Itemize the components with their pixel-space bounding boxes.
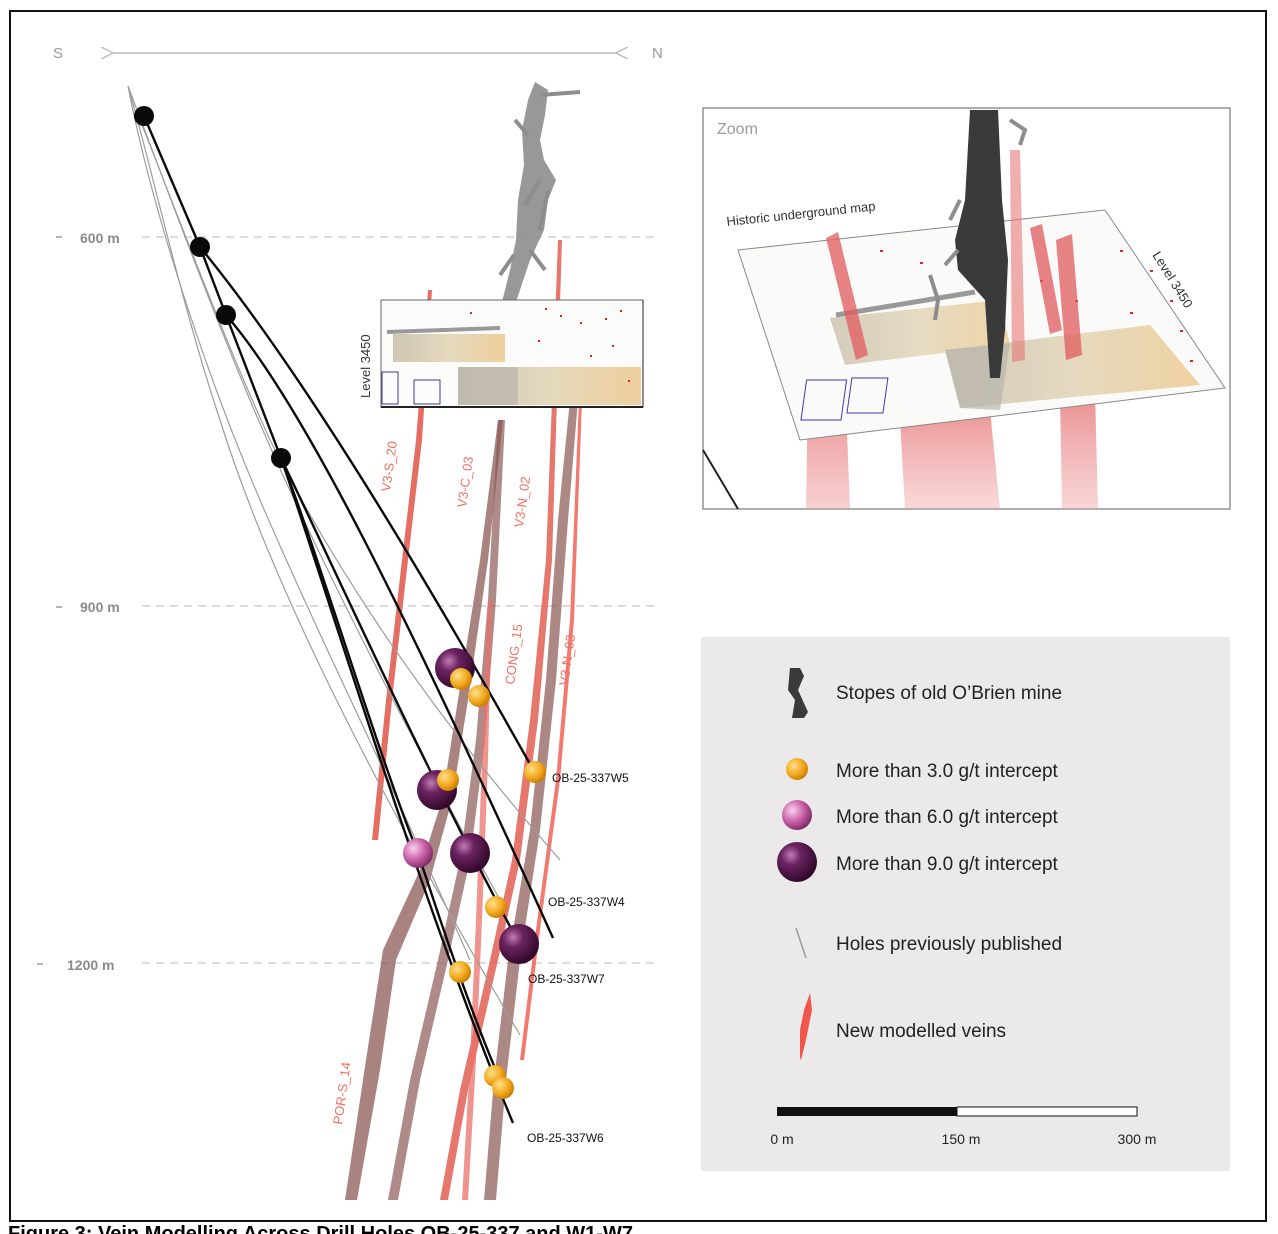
vein-label-v3-s-20: V3-S_20 xyxy=(378,440,400,492)
stope-icon xyxy=(788,668,808,718)
legend-box xyxy=(701,637,1230,1171)
legend-label-published: Holes previously published xyxy=(836,934,1062,955)
map-red-dots xyxy=(470,308,630,382)
intercept-3gt xyxy=(450,668,472,690)
vein-label-v3-c-03: V3-C_03 xyxy=(454,456,476,509)
depth-label-1200: 1200 m xyxy=(67,957,114,973)
purple-sphere-icon xyxy=(777,842,817,882)
hole-label-w5: OB-25-337W5 xyxy=(552,771,629,785)
vein-label-v3-n-02: V3-N_02 xyxy=(511,476,533,529)
zoom-inset: Zoom Historic underground m xyxy=(702,107,1231,510)
level-map-section: Level 3450 xyxy=(358,299,644,408)
figure-caption-text: Figure 3: Vein Modelling Across Drill Ho… xyxy=(8,1223,633,1234)
published-hole-4 xyxy=(127,85,471,961)
gold-sphere-icon xyxy=(786,758,808,780)
vein-label-v3-n-03: V3-N_03 xyxy=(556,634,578,687)
vein-label-por-s-14: POR-S_14 xyxy=(330,1061,354,1125)
hole-label-w7: OB-25-337W7 xyxy=(528,972,605,986)
collar-points xyxy=(134,106,291,468)
vein-v3-n-02 xyxy=(440,240,562,1200)
legend: Stopes of old O’Brien mine More than 3.0… xyxy=(701,637,1230,1171)
pink-sphere-icon xyxy=(782,800,812,830)
scale-label-300: 300 m xyxy=(1118,1131,1157,1147)
intercept-3gt xyxy=(449,961,471,983)
vein-v3-n-03 xyxy=(484,400,578,1200)
depth-label-900: 900 m xyxy=(80,599,120,615)
grey-line-icon xyxy=(795,927,807,959)
scale-label-0: 0 m xyxy=(770,1131,793,1147)
legend-label-3gt: More than 3.0 g/t intercept xyxy=(836,761,1059,782)
hole-trace-w6b xyxy=(279,457,502,1081)
compass-south: S xyxy=(53,45,63,62)
hole-label-w4: OB-25-337W4 xyxy=(548,895,625,909)
wedge-point xyxy=(271,448,291,468)
vein-label-cong-15: CONG_15 xyxy=(502,623,525,685)
intercepts xyxy=(403,648,546,1099)
vein-cong-15 xyxy=(462,600,492,1200)
legend-label-9gt: More than 9.0 g/t intercept xyxy=(836,854,1059,875)
legend-label-veins: New modelled veins xyxy=(836,1021,1006,1042)
wedge-point xyxy=(190,237,210,257)
vein-por-s-14 xyxy=(345,420,503,1200)
level-label: Level 3450 xyxy=(358,334,373,398)
published-hole-1 xyxy=(127,85,521,1036)
hole-trace-w4 xyxy=(198,246,555,939)
intercept-9gt xyxy=(499,924,539,964)
legend-label-6gt: More than 6.0 g/t intercept xyxy=(836,807,1059,828)
depth-label-600: 600 m xyxy=(80,230,120,246)
hole-label-w6: OB-25-337W6 xyxy=(527,1131,604,1145)
zoom-title: Zoom xyxy=(717,121,758,138)
hole-trace-w5 xyxy=(142,115,537,774)
scale-label-150: 150 m xyxy=(942,1131,981,1147)
hole-trace-w6 xyxy=(279,457,515,1124)
intercept-3gt xyxy=(468,685,490,707)
compass-north: N xyxy=(652,45,663,62)
intercept-3gt xyxy=(492,1077,514,1099)
zoom-stope xyxy=(955,110,1008,378)
scale-bar: 0 m 150 m 300 m xyxy=(770,1106,1157,1147)
hole-labels: OB-25-337W5 OB-25-337W4 OB-25-337W7 OB-2… xyxy=(527,771,629,1145)
intercept-9gt xyxy=(450,833,490,873)
red-vein-icon xyxy=(800,993,812,1060)
intercept-3gt xyxy=(485,896,507,918)
intercept-3gt xyxy=(524,761,546,783)
wedge-point xyxy=(216,305,236,325)
vein-v3-s-20 xyxy=(372,290,432,840)
legend-label-stopes: Stopes of old O’Brien mine xyxy=(836,683,1062,704)
intercept-6gt xyxy=(403,838,433,868)
collar-point xyxy=(134,106,154,126)
vein-group xyxy=(345,240,582,1200)
compass: S N xyxy=(53,45,663,62)
intercept-3gt xyxy=(437,769,459,791)
figure-caption: Figure 3: Vein Modelling Across Drill Ho… xyxy=(8,1222,1268,1234)
